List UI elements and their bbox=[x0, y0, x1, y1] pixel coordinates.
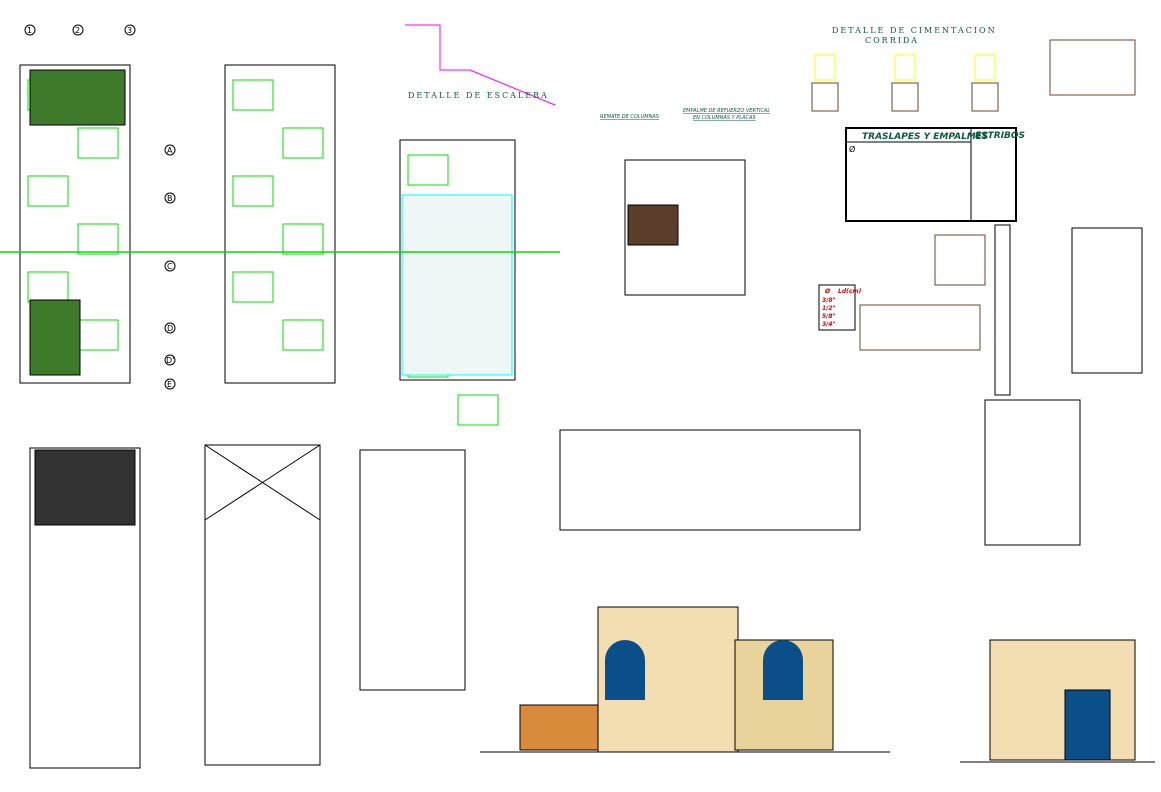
column-elevation bbox=[994, 224, 1011, 396]
room bbox=[457, 394, 499, 426]
grid-bubbles: 1 2 3 A B C D D' E bbox=[24, 24, 176, 390]
svg-text:C: C bbox=[167, 262, 173, 271]
room bbox=[27, 271, 69, 303]
stirrups-title: ESTRIBOS bbox=[975, 131, 1025, 141]
svg-text:D: D bbox=[167, 324, 173, 333]
svg-text:2: 2 bbox=[75, 26, 80, 35]
column-cap-label: REMATE DE COLUMNAS bbox=[600, 114, 660, 120]
window bbox=[763, 640, 803, 700]
bar-size: 5/8" bbox=[822, 313, 836, 320]
footing bbox=[811, 82, 839, 112]
stair-detail-title: DETALLE DE ESCALERA bbox=[408, 91, 549, 100]
svg-text:3: 3 bbox=[127, 26, 132, 35]
footing-column bbox=[894, 54, 916, 81]
svg-text:D': D' bbox=[166, 356, 174, 365]
svg-text:Ø: Ø bbox=[824, 288, 831, 295]
foundation-detail-subtitle: CORRIDA bbox=[865, 36, 919, 45]
terrace bbox=[401, 194, 513, 376]
svg-text:1: 1 bbox=[27, 26, 32, 35]
electrical-plan bbox=[204, 444, 321, 766]
svg-text:B: B bbox=[167, 194, 173, 203]
floor-plan bbox=[399, 139, 516, 381]
column-section bbox=[934, 234, 986, 286]
structural-details bbox=[405, 24, 1143, 396]
roof-plan bbox=[359, 449, 466, 691]
floor-plans bbox=[0, 64, 560, 769]
diameter-symbol: Ø bbox=[849, 144, 855, 154]
window bbox=[605, 640, 645, 700]
room bbox=[77, 223, 119, 255]
footing-column bbox=[814, 54, 836, 81]
garage-door bbox=[519, 704, 599, 751]
splice-label-2: EN COLUMNAS Y PLACAS bbox=[693, 115, 756, 121]
garage bbox=[34, 449, 136, 526]
section-3 bbox=[984, 399, 1081, 546]
splice-table-title: TRASLAPES Y EMPALMES bbox=[862, 132, 988, 142]
window bbox=[1064, 689, 1111, 761]
section-1 bbox=[624, 159, 746, 296]
footing bbox=[891, 82, 919, 112]
floor-plan bbox=[224, 64, 336, 384]
svg-text:A: A bbox=[167, 146, 173, 155]
stair-profile bbox=[405, 24, 556, 106]
bar-size: 3/4" bbox=[822, 321, 836, 328]
room bbox=[232, 271, 274, 303]
garden bbox=[29, 69, 126, 126]
room bbox=[27, 175, 69, 207]
drawing-line bbox=[204, 444, 321, 521]
room bbox=[282, 223, 324, 255]
foundation-detail-title: DETALLE DE CIMENTACION bbox=[832, 26, 997, 35]
schedule-table bbox=[859, 304, 981, 351]
room bbox=[282, 127, 324, 159]
sections-and-elevations bbox=[480, 159, 1155, 763]
room bbox=[232, 79, 274, 111]
side-facade bbox=[989, 639, 1136, 761]
bar-table: Ø Ld(cm) 3/8" 1/2" 5/8" 3/4" bbox=[818, 284, 862, 331]
splice-label: EMPALME DE REFUERZO VERTICAL bbox=[683, 108, 770, 114]
notes-box bbox=[1071, 227, 1143, 374]
splice-table-frame bbox=[845, 127, 1017, 222]
footing bbox=[971, 82, 999, 112]
garden bbox=[29, 299, 81, 376]
masonry-wall bbox=[1049, 39, 1136, 96]
room bbox=[77, 319, 119, 351]
bar-size: 1/2" bbox=[822, 305, 836, 312]
room bbox=[282, 319, 324, 351]
svg-text:E: E bbox=[167, 380, 172, 389]
bar-size: 3/8" bbox=[822, 297, 836, 304]
svg-text:Ld(cm): Ld(cm) bbox=[838, 288, 862, 295]
floor-plan bbox=[19, 64, 131, 384]
room bbox=[77, 127, 119, 159]
section-2 bbox=[559, 429, 861, 531]
wall-hatch bbox=[627, 204, 679, 246]
room bbox=[232, 175, 274, 207]
footing-column bbox=[974, 54, 996, 81]
room bbox=[407, 154, 449, 186]
